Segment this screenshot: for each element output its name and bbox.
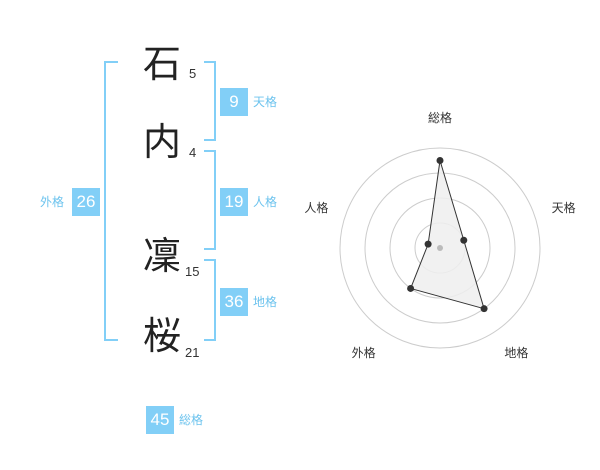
- chikaku-label: 地格: [253, 295, 278, 309]
- radar-point-3: [407, 284, 415, 292]
- radar-axis-label-2: 地格: [504, 345, 528, 360]
- radar-data-polygon: [409, 160, 485, 310]
- radar-axis-label-1: 天格: [552, 200, 576, 215]
- jinkaku-value: 19: [220, 188, 248, 216]
- radar-grid-ring-4: [339, 147, 541, 349]
- radar-point-2: [480, 305, 488, 313]
- tenkaku-bracket: [204, 61, 216, 141]
- gaikaku-bracket: [104, 61, 118, 341]
- stroke-count-1: 5: [189, 66, 197, 81]
- name-char-4: 桜: [142, 314, 181, 358]
- soukaku-label: 総格: [179, 413, 204, 427]
- name-char-3: 凜: [142, 234, 181, 278]
- gaikaku-value: 26: [72, 188, 100, 216]
- tenkaku-value: 9: [220, 88, 248, 116]
- radar-point-4: [424, 240, 432, 248]
- name-char-2: 内: [142, 120, 181, 164]
- stroke-count-4: 21: [185, 345, 200, 360]
- stroke-count-3: 15: [185, 264, 200, 279]
- radar-axis-label-0: 総格: [428, 110, 452, 125]
- name-char-1: 石: [142, 42, 181, 86]
- radar-point-1: [460, 236, 468, 244]
- gaikaku-label: 外格: [40, 195, 65, 209]
- jinkaku-bracket: [204, 150, 216, 250]
- radar-axis-label-4: 人格: [304, 200, 328, 215]
- soukaku-value: 45: [146, 406, 174, 434]
- chikaku-bracket: [204, 259, 216, 341]
- radar-point-0: [436, 157, 444, 164]
- jinkaku-label: 人格: [253, 195, 278, 209]
- radar-axis-label-3: 外格: [352, 345, 376, 360]
- tenkaku-label: 天格: [253, 95, 278, 109]
- stroke-count-2: 4: [189, 145, 197, 160]
- radar-center-dot: [437, 245, 443, 251]
- chikaku-value: 36: [220, 288, 248, 316]
